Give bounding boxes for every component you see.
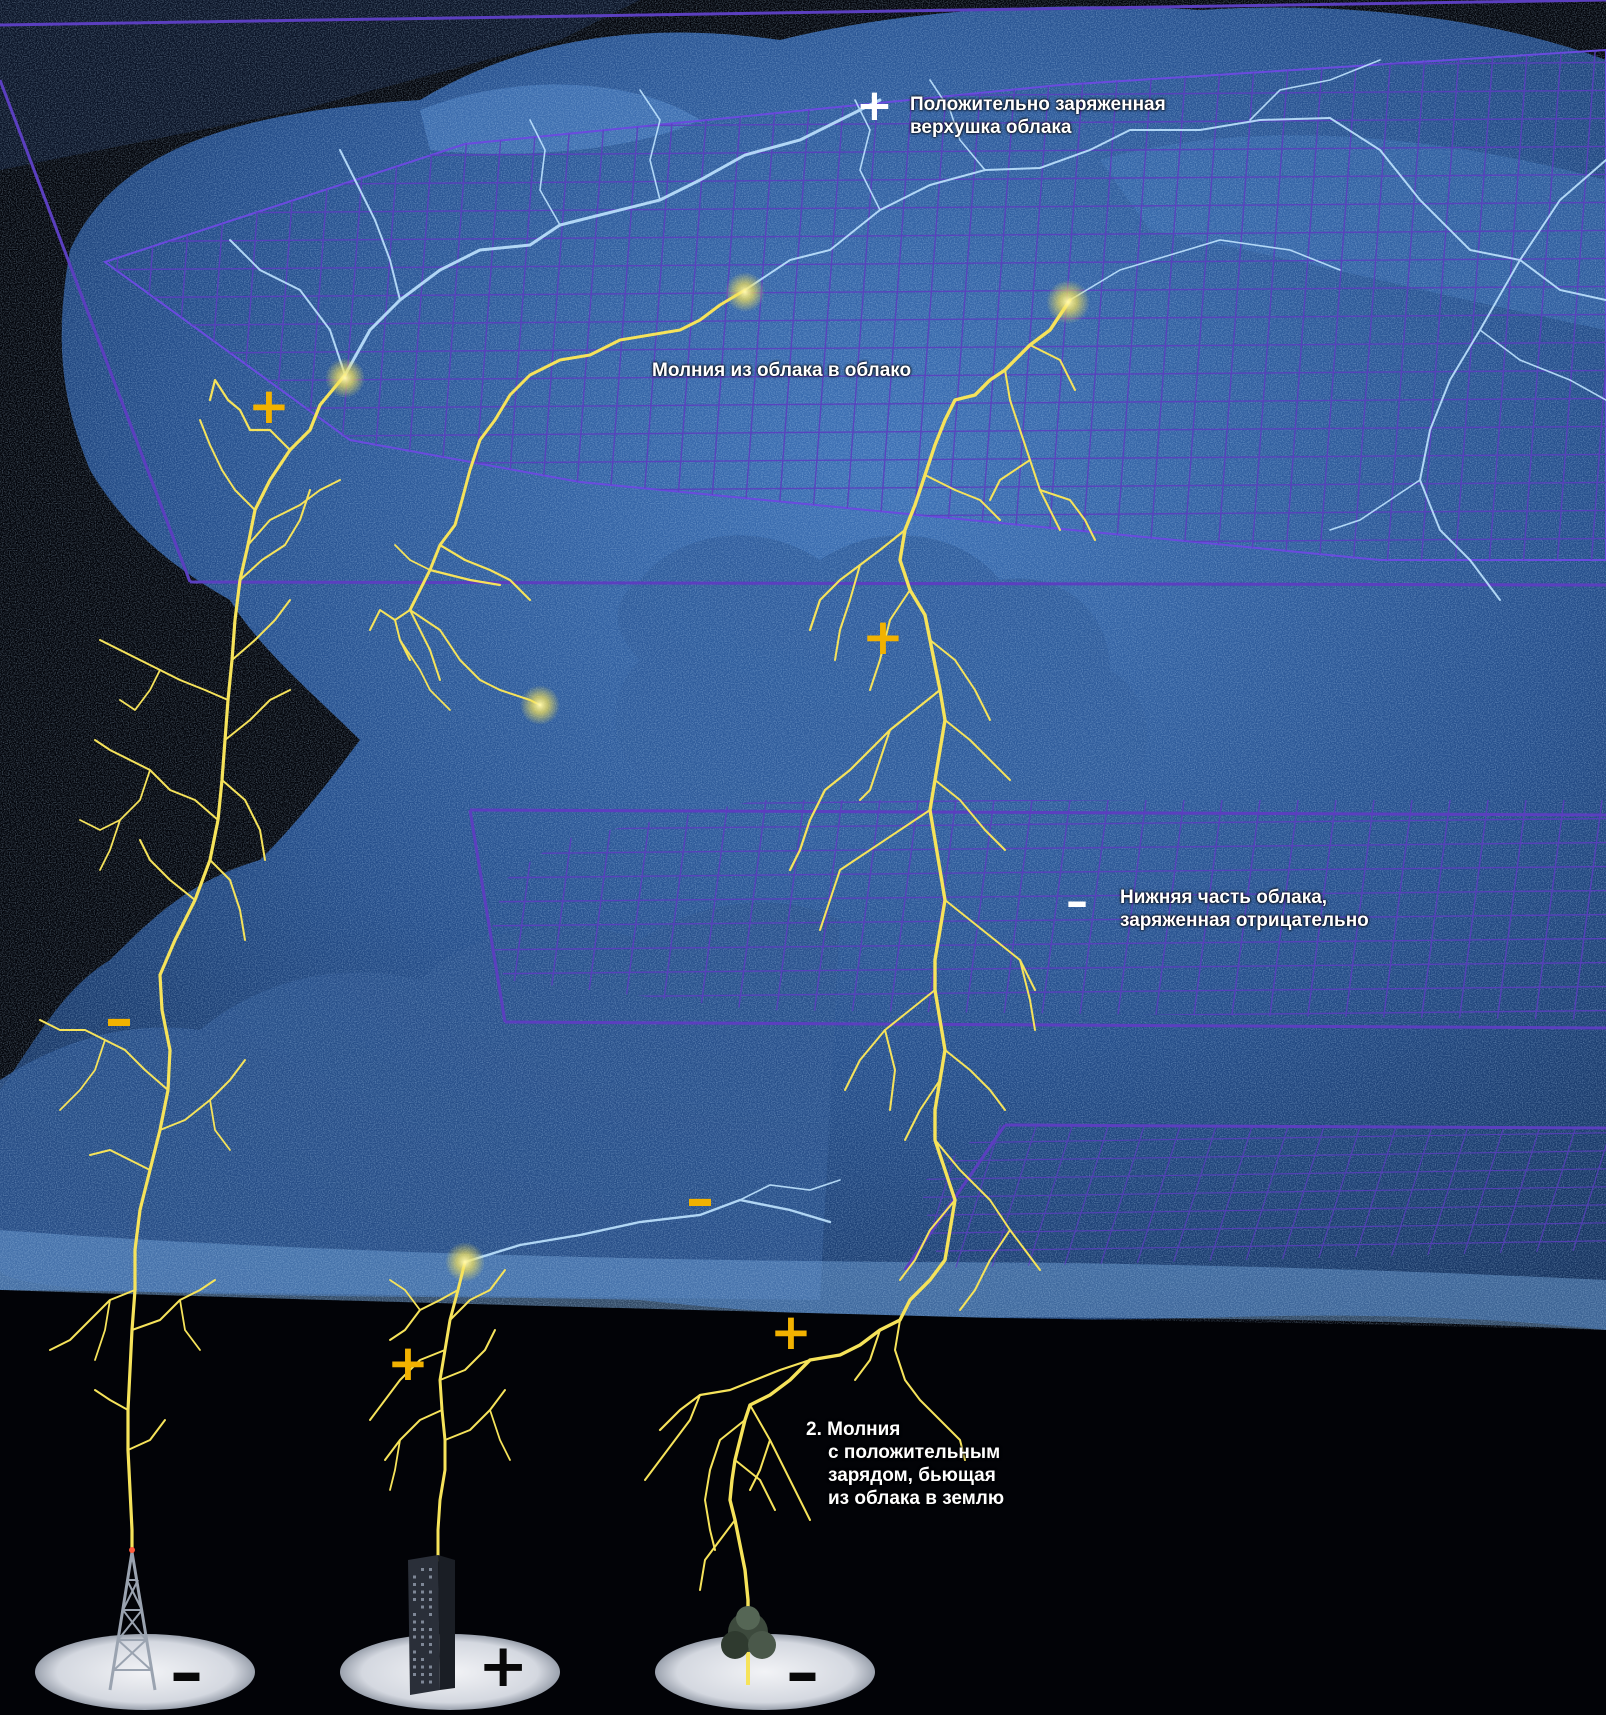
bottom-charge-label-line1: Нижняя часть облака, <box>1120 886 1369 909</box>
charge-marker-building-top: + <box>387 1338 429 1388</box>
positive-ground-label-line3: зарядом, бьющая <box>806 1464 1004 1487</box>
building <box>408 1555 455 1695</box>
charge-marker-right-low: + <box>770 1307 812 1357</box>
ground-charge-tower: – <box>170 1640 203 1706</box>
charge-marker-left-mid: – <box>105 992 133 1048</box>
top-charge-label-line1: Положительно заряженная <box>910 93 1166 116</box>
bottom-charge-symbol: – <box>1066 880 1088 924</box>
storm-cloud <box>0 0 1606 1340</box>
charge-marker-center-top: + <box>862 612 904 662</box>
ground-charge-building: + <box>478 1636 528 1696</box>
positive-ground-label: 2. Молния с положительным зарядом, бьюща… <box>806 1418 1004 1510</box>
positive-ground-label-line2: с положительным <box>806 1441 1004 1464</box>
charge-marker-center-low: – <box>686 1172 714 1228</box>
top-charge-label: Положительно заряженная верхушка облака <box>910 93 1166 139</box>
top-charge-label-line2: верхушка облака <box>910 116 1166 139</box>
top-charge-symbol: + <box>856 84 893 128</box>
bottom-charge-label: Нижняя часть облака, заряженная отрицате… <box>1120 886 1369 932</box>
ground-charge-tree: – <box>786 1640 819 1706</box>
bottom-charge-label-line2: заряженная отрицательно <box>1120 909 1369 932</box>
cloud-to-cloud-label: Молния из облака в облако <box>652 359 911 382</box>
charge-marker-left-top: + <box>248 381 290 431</box>
positive-ground-label-line1: 2. Молния <box>806 1418 1004 1441</box>
positive-ground-label-line4: из облака в землю <box>806 1487 1004 1510</box>
ground-spot-tower <box>35 1634 255 1710</box>
